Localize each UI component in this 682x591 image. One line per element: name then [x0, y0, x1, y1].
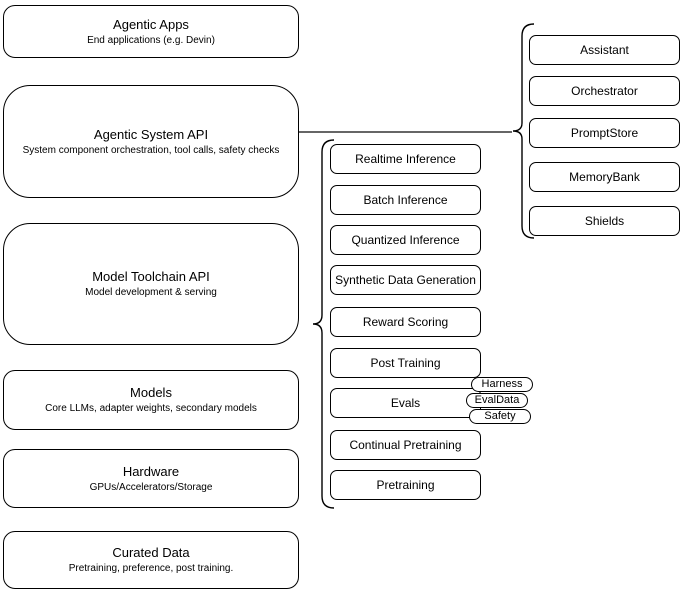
node-curated-data[interactable]: Curated Data Pretraining, preference, po…	[3, 531, 299, 589]
node-synthetic-data-generation[interactable]: Synthetic Data Generation	[330, 265, 481, 295]
node-title: Curated Data	[112, 545, 190, 560]
node-model-toolchain-api[interactable]: Model Toolchain API Model development & …	[3, 223, 299, 345]
node-hardware[interactable]: Hardware GPUs/Accelerators/Storage	[3, 449, 299, 508]
node-pretraining[interactable]: Pretraining	[330, 470, 481, 500]
node-quantized-inference[interactable]: Quantized Inference	[330, 225, 481, 255]
node-title: Agentic System API	[93, 126, 209, 142]
node-title: Models	[130, 385, 172, 400]
node-models[interactable]: Models Core LLMs, adapter weights, secon…	[3, 370, 299, 430]
tag-harness[interactable]: Harness	[471, 377, 533, 392]
tag-evaldata[interactable]: EvalData	[466, 393, 528, 408]
node-subtitle: Core LLMs, adapter weights, secondary mo…	[45, 403, 257, 414]
node-title: Hardware	[122, 463, 180, 479]
node-subtitle: System component orchestration, tool cal…	[22, 144, 280, 156]
node-memorybank[interactable]: MemoryBank	[529, 162, 680, 192]
node-post-training[interactable]: Post Training	[330, 348, 481, 378]
node-title: Agentic Apps	[113, 16, 189, 32]
node-shields[interactable]: Shields	[529, 206, 680, 236]
node-continual-pretraining[interactable]: Continual Pretraining	[330, 430, 481, 460]
node-orchestrator[interactable]: Orchestrator	[529, 76, 680, 106]
node-subtitle: GPUs/Accelerators/Storage	[89, 481, 213, 493]
node-subtitle: End applications (e.g. Devin)	[87, 34, 215, 46]
node-agentic-system-api[interactable]: Agentic System API System component orch…	[3, 85, 299, 198]
node-reward-scoring[interactable]: Reward Scoring	[330, 307, 481, 337]
node-batch-inference[interactable]: Batch Inference	[330, 185, 481, 215]
node-assistant[interactable]: Assistant	[529, 35, 680, 65]
node-subtitle: Pretraining, preference, post training.	[68, 563, 234, 574]
tag-safety[interactable]: Safety	[469, 409, 531, 424]
node-agentic-apps[interactable]: Agentic Apps End applications (e.g. Devi…	[3, 5, 299, 58]
node-evals[interactable]: Evals	[330, 388, 481, 418]
node-title: Model Toolchain API	[92, 269, 210, 284]
node-realtime-inference[interactable]: Realtime Inference	[330, 144, 481, 174]
node-subtitle: Model development & serving	[85, 287, 217, 298]
node-promptstore[interactable]: PromptStore	[529, 118, 680, 148]
